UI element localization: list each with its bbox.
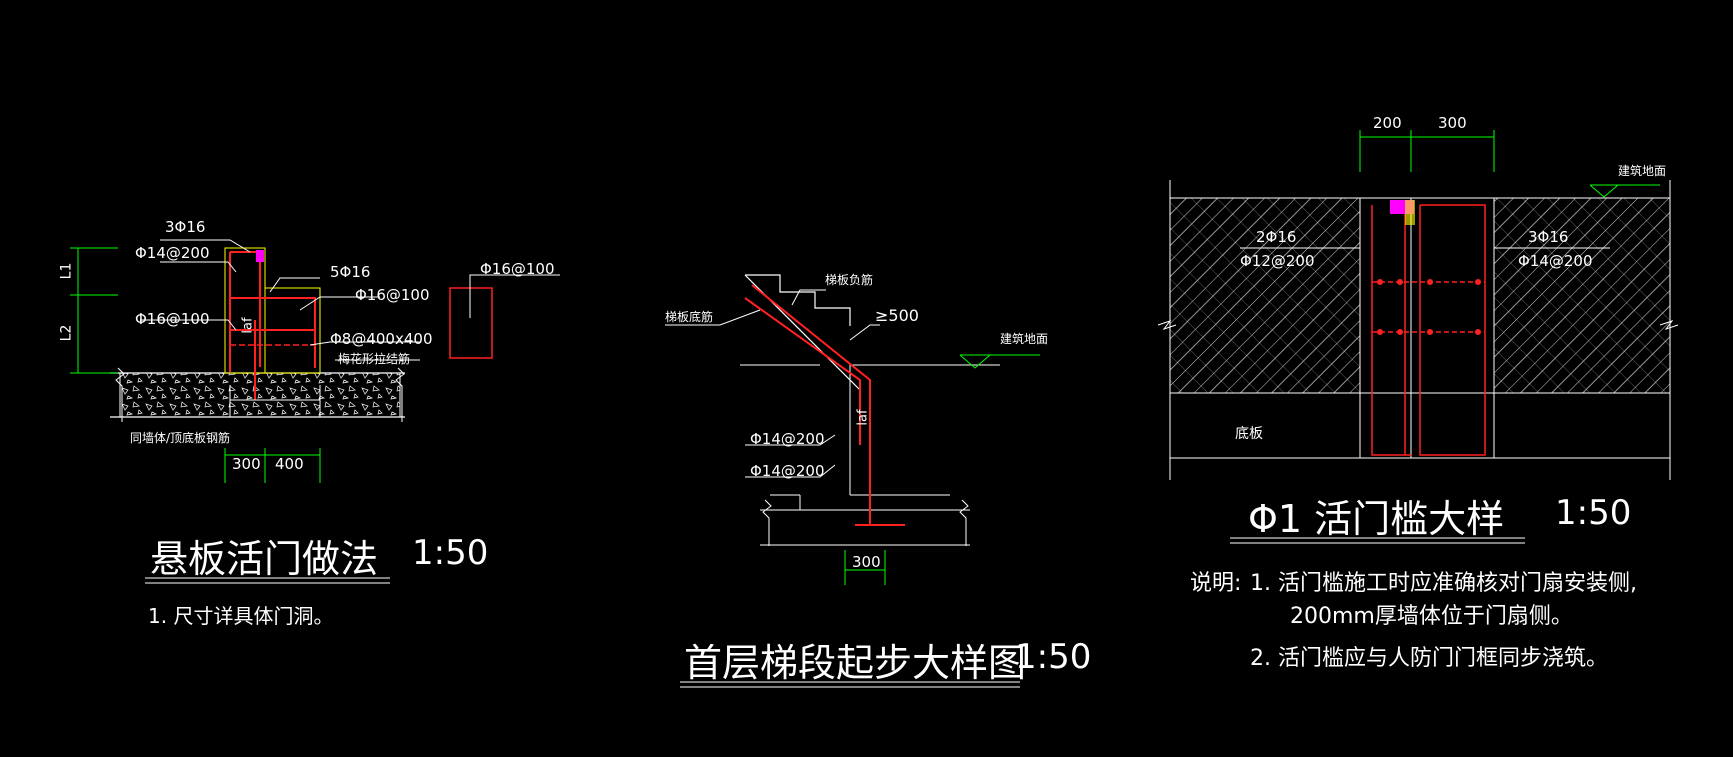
left-scale: 1:50 xyxy=(412,533,489,573)
left-label-tie-note: 梅花形拉结筋 xyxy=(338,352,411,366)
left-label-dist2: Φ16@100 xyxy=(135,310,210,328)
middle-drawing xyxy=(665,274,1040,688)
mid-label-len: ≥500 xyxy=(875,306,919,325)
left-label-tie: Φ8@400x400 xyxy=(330,330,433,348)
right-label-r-top: 3Φ16 xyxy=(1528,228,1569,246)
left-label-L2: L2 xyxy=(58,324,75,342)
right-label-l-top: 2Φ16 xyxy=(1256,228,1297,246)
left-label-main: 5Φ16 xyxy=(330,263,371,281)
left-label-top-bar: 3Φ16 xyxy=(165,218,206,236)
right-note-2: 200mm厚墙体位于门扇侧。 xyxy=(1290,604,1573,629)
right-dim-200: 200 xyxy=(1373,114,1402,132)
right-scale: 1:50 xyxy=(1555,493,1632,533)
right-note-prefix: 说明: xyxy=(1190,571,1242,596)
mid-scale: 1:50 xyxy=(1015,637,1092,677)
section-box xyxy=(449,287,493,359)
left-note: 1. 尺寸详具体门洞。 xyxy=(148,604,334,628)
right-drawing xyxy=(1157,130,1679,544)
right-dim-300: 300 xyxy=(1438,114,1467,132)
right-label-floor: 建筑地面 xyxy=(1618,164,1667,178)
mid-label-bottom: 梯板底筋 xyxy=(665,310,714,324)
right-note-1: 1. 活门槛施工时应准确核对门扇安装侧, xyxy=(1250,571,1637,596)
left-drawing xyxy=(70,239,560,584)
left-dim-400: 400 xyxy=(275,455,304,473)
right-label-l-stir: Φ12@200 xyxy=(1240,252,1315,270)
left-label-stirrup: Φ14@200 xyxy=(135,244,210,262)
left-title: 悬板活门做法 xyxy=(150,537,379,581)
mid-label-floor: 建筑地面 xyxy=(1000,332,1049,346)
left-label-dist1: Φ16@100 xyxy=(355,286,430,304)
left-slab xyxy=(119,372,401,418)
left-label-L1: L1 xyxy=(58,262,75,280)
left-dim-300: 300 xyxy=(232,455,261,473)
right-label-r-stir: Φ14@200 xyxy=(1518,252,1593,270)
mid-label-bar1: Φ14@200 xyxy=(750,430,825,448)
left-label-laf: laf xyxy=(240,317,256,334)
right-note-3: 2. 活门槛应与人防门门框同步浇筑。 xyxy=(1250,646,1608,671)
mid-label-neg: 梯板负筋 xyxy=(825,273,874,287)
mid-dim-300: 300 xyxy=(852,553,881,571)
mid-title: 首层梯段起步大样图 xyxy=(684,641,1027,685)
right-label-slab: 底板 xyxy=(1235,426,1263,442)
right-title: Φ1 活门槛大样 xyxy=(1248,497,1505,541)
left-label-bottom-note: 同墙体/顶底板钢筋 xyxy=(130,431,231,445)
mid-label-laf: laf xyxy=(855,409,871,426)
mid-label-bar2: Φ14@200 xyxy=(750,462,825,480)
left-label-section: Φ16@100 xyxy=(480,260,555,278)
